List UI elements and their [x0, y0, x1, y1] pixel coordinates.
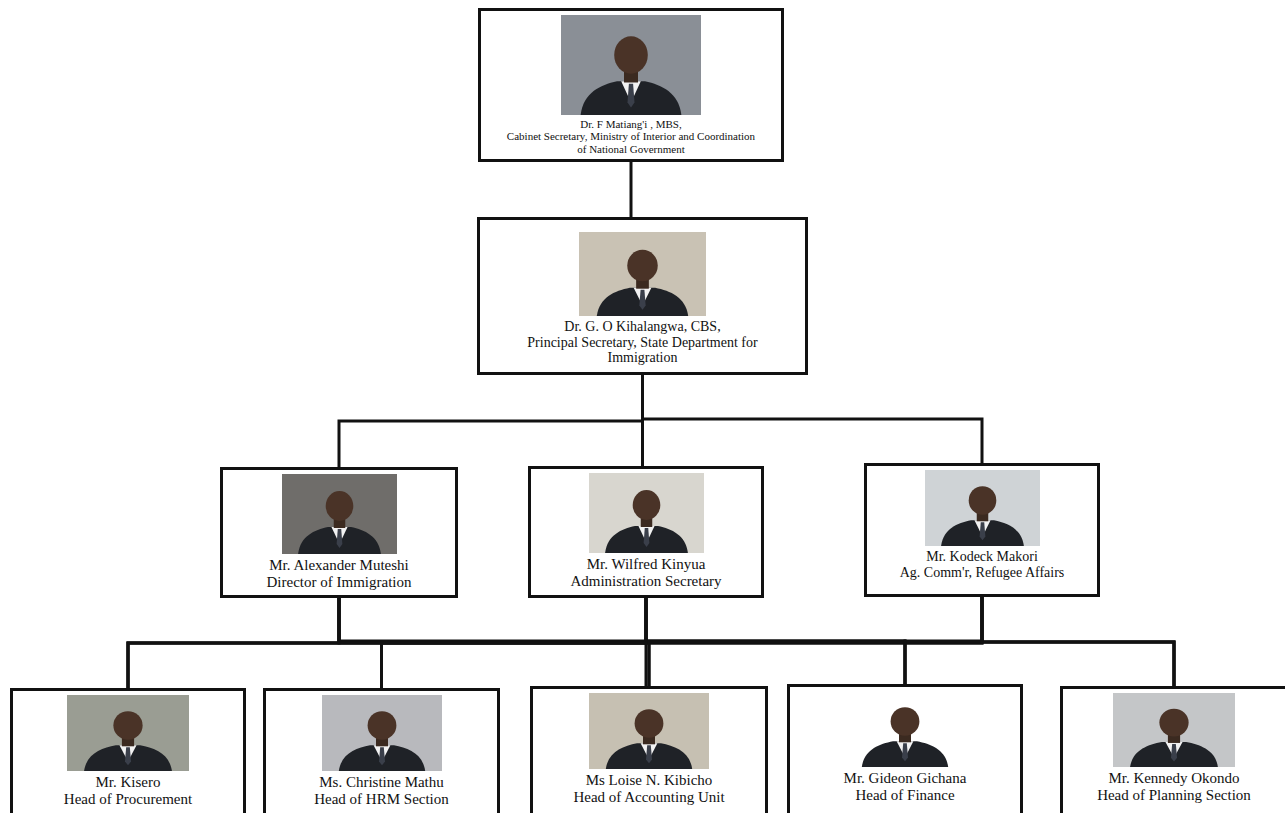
job-title: Head of Accounting Unit: [539, 789, 759, 806]
person-name: Mr. Gideon Gichana: [796, 770, 1014, 787]
person-box: Mr. Kennedy OkondoHead of Planning Secti…: [1060, 686, 1285, 813]
job-title: Head of Planning Section: [1069, 787, 1279, 804]
person-box: Dr. G. O Kihalangwa, CBS,Principal Secre…: [477, 217, 808, 375]
org-connector: [905, 597, 982, 684]
job-title: Ag. Comm'r, Refugee Affairs: [873, 565, 1091, 581]
person-box: Ms. Christine MathuHead of HRM Section: [263, 688, 500, 813]
org-connector: [649, 597, 982, 686]
portrait-photo: [579, 232, 706, 316]
job-title: Principal Secretary, State Department fo…: [498, 335, 788, 366]
person-box: Mr. Wilfred KinyuaAdministration Secreta…: [528, 466, 764, 598]
org-connector: [382, 597, 983, 688]
job-title: Cabinet Secretary, Ministry of Interior …: [506, 130, 756, 155]
person-name: Mr. Alexander Muteshi: [229, 557, 449, 574]
portrait-photo: [1113, 693, 1235, 767]
job-title: Administration Secretary: [537, 573, 755, 590]
org-connector: [643, 375, 983, 463]
org-connector: [128, 597, 982, 688]
person-name: Dr. F Matiang'i , MBS,: [487, 118, 775, 130]
person-box: Mr. Alexander MuteshiDirector of Immigra…: [220, 467, 458, 598]
job-title: Director of Immigration: [229, 574, 449, 591]
org-connector: [630, 162, 633, 217]
portrait-photo: [561, 15, 701, 115]
person-name: Dr. G. O Kihalangwa, CBS,: [486, 319, 799, 335]
portrait-photo: [67, 695, 189, 771]
job-title: Head of HRM Section: [272, 791, 491, 808]
person-name: Ms. Christine Mathu: [272, 774, 491, 791]
org-connector: [982, 597, 1174, 686]
portrait-photo: [589, 693, 709, 769]
person-box: Ms Loise N. KibichoHead of Accounting Un…: [530, 686, 768, 813]
org-connector: [646, 598, 1174, 686]
portrait-photo: [589, 473, 704, 553]
portrait-photo: [925, 470, 1040, 546]
portrait-photo: [282, 474, 397, 554]
portrait-photo: [322, 695, 442, 771]
job-title: Head of Finance: [796, 787, 1014, 804]
person-name: Mr. Kodeck Makori: [873, 549, 1091, 565]
person-box: Mr. Gideon GichanaHead of Finance: [787, 684, 1023, 813]
person-name: Mr. Kennedy Okondo: [1069, 770, 1279, 787]
person-name: Ms Loise N. Kibicho: [539, 772, 759, 789]
person-box: Mr. KiseroHead of Procurement: [10, 688, 246, 813]
person-box: Mr. Kodeck MakoriAg. Comm'r, Refugee Aff…: [864, 463, 1100, 597]
portrait-photo: [845, 691, 965, 767]
person-box: Dr. F Matiang'i , MBS,Cabinet Secretary,…: [478, 8, 784, 162]
org-connector: [339, 375, 643, 467]
person-name: Mr. Kisero: [19, 774, 237, 791]
job-title: Head of Procurement: [19, 791, 237, 808]
person-name: Mr. Wilfred Kinyua: [537, 556, 755, 573]
